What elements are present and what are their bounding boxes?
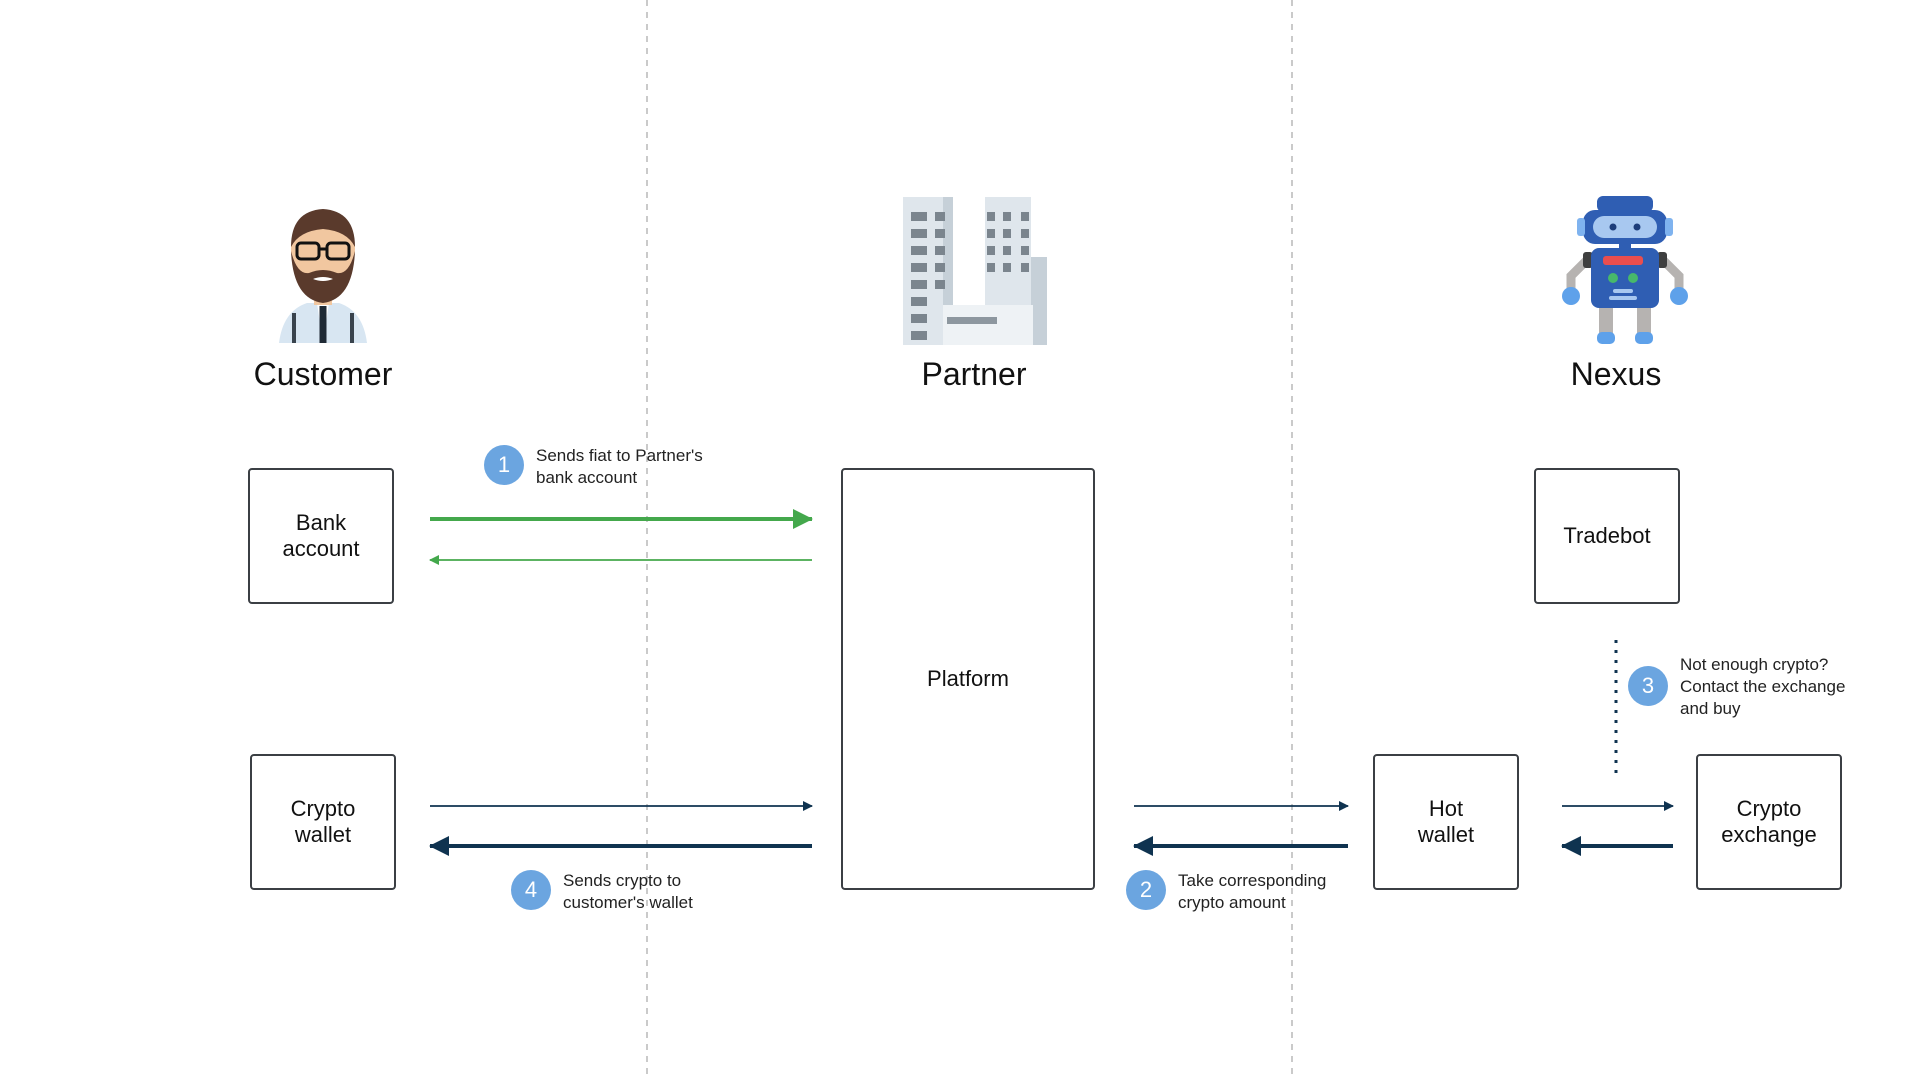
bearded-man-icon [277,203,369,343]
bank-account-label: Bank account [282,510,360,561]
step-3-badge: 3 [1628,666,1668,706]
office-building-icon [903,197,1047,345]
tradebot-label: Tradebot [1563,523,1651,548]
step-4-text: Sends crypto to customer's wallet [563,871,693,912]
actor-label-nexus: Nexus [1570,356,1662,392]
platform-box: Platform [841,468,1095,890]
step-2-badge: 2 [1126,870,1166,910]
platform-label: Platform [927,666,1009,691]
step-2: 2 Take corresponding crypto amount [1126,870,1326,914]
crypto-wallet-box: Crypto wallet [250,754,396,890]
hot-wallet-label: Hot wallet [1417,796,1475,847]
step-3: 3 Not enough crypto? Contact the exchang… [1628,654,1845,720]
step-1-badge: 1 [484,445,524,485]
hot-wallet-box: Hot wallet [1373,754,1519,890]
step-3-text: Not enough crypto? Contact the exchange … [1680,655,1846,718]
step-2-text: Take corresponding crypto amount [1178,871,1327,912]
step-1: 1 Sends fiat to Partner's bank account [484,445,703,489]
step-1-text: Sends fiat to Partner's bank account [536,446,703,487]
step-4: 4 Sends crypto to customer's wallet [511,870,693,914]
tradebot-box: Tradebot [1534,468,1680,604]
step-4-badge: 4 [511,870,551,910]
crypto-exchange-label: Crypto exchange [1721,796,1817,847]
bank-account-box: Bank account [248,468,394,604]
robot-icon [1561,196,1689,344]
crypto-wallet-label: Crypto wallet [290,796,356,847]
actor-label-partner: Partner [921,356,1027,392]
actor-label-customer: Customer [253,356,393,392]
crypto-exchange-box: Crypto exchange [1696,754,1842,890]
